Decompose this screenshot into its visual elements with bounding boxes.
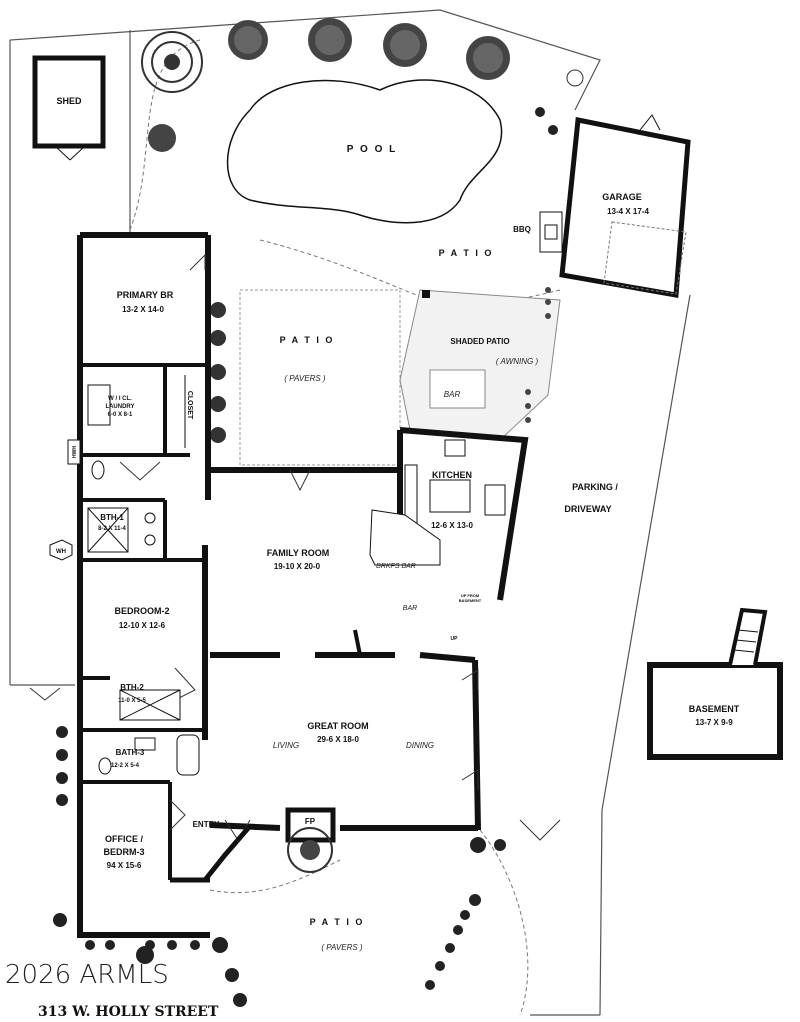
- great-room-label: GREAT ROOM: [307, 721, 368, 731]
- entry-label: ENTRY: [193, 820, 220, 829]
- wic-line1: W / I CL.: [108, 396, 132, 402]
- bth2-label: BTH-2: [120, 683, 144, 692]
- house-interior-walls: [80, 363, 362, 882]
- kitchen-label: KITCHEN: [432, 470, 472, 480]
- primary-br-dims: 13-2 X 14-0: [122, 305, 164, 314]
- parking-label-2: DRIVEWAY: [564, 504, 611, 514]
- address-label: 313 W. HOLLY STREET: [38, 1004, 219, 1020]
- watermark: 2026 ARMLS: [5, 960, 169, 990]
- basement: BASEMENT 13-7 X 9-9: [647, 607, 783, 760]
- patio-pavers-note: ( PAVERS ): [284, 374, 326, 383]
- stairs-up: UP: [451, 636, 459, 642]
- family-room-label: FAMILY ROOM: [267, 548, 330, 558]
- parking-driveway: PARKING / DRIVEWAY: [564, 482, 618, 514]
- bath3-label: BATH-3: [116, 748, 145, 757]
- bath-fixtures: [87, 375, 200, 776]
- office-label-2: BEDRM-3: [103, 847, 144, 857]
- patio-pavers-label: P A T I O: [280, 335, 335, 345]
- patio-bottom-label: P A T I O: [310, 917, 365, 927]
- primary-br-label: PRIMARY BR: [117, 290, 174, 300]
- lot-boundary: [9, 9, 691, 1016]
- bottom-shrubs: [53, 726, 506, 1007]
- office-label-1: OFFICE /: [105, 834, 143, 844]
- shaded-patio-label: SHADED PATIO: [450, 337, 509, 346]
- stairs-up-from: UP FROM: [461, 593, 480, 598]
- stairs-basement: BASEMENT: [459, 598, 482, 603]
- dining-label: DINING: [406, 741, 434, 750]
- wh-label: WH: [56, 549, 66, 555]
- living-label: LIVING: [273, 741, 299, 750]
- brkfs-bar-label: BRKFS BAR: [376, 563, 416, 570]
- shaded-patio-note: ( AWNING ): [496, 357, 539, 366]
- office-dims: 94 X 15-6: [107, 861, 142, 870]
- great-room-dims: 29-6 X 18-0: [317, 735, 359, 744]
- entry-walls: [170, 824, 252, 883]
- garage-dims: 13-4 X 17-4: [607, 207, 649, 216]
- wic-line2: LAUNDRY: [105, 404, 134, 410]
- pool-label: P O O L: [347, 144, 398, 155]
- bth2-dims: 11-0 X 5-5: [118, 698, 146, 704]
- bedroom2-label: BEDROOM-2: [114, 606, 169, 616]
- door-swings: [29, 253, 561, 841]
- garage: GARAGE 13-4 X 17-4: [559, 114, 691, 298]
- shaded-patio: SHADED PATIO ( AWNING ) BAR: [399, 287, 561, 441]
- bbq: BBQ: [513, 211, 563, 253]
- tree-shrubs-top: [141, 18, 584, 152]
- bbq-label: BBQ: [513, 225, 531, 234]
- bth1-dims: 8-2 X 11-4: [98, 526, 126, 532]
- room-labels: PRIMARY BR 13-2 X 14-0 W / I CL. LAUNDRY…: [49, 290, 482, 870]
- patio-bushes: [210, 302, 226, 443]
- kitchen-fixtures: [369, 439, 506, 566]
- pool: P O O L: [226, 79, 503, 224]
- bath3-dims: 12-2 X 5-4: [111, 763, 140, 769]
- closet-label: CLOSET: [186, 391, 193, 420]
- fireplace-label: FP: [305, 817, 316, 826]
- basement-dims: 13-7 X 9-9: [695, 718, 733, 727]
- bth1-label: BTH-1: [100, 513, 124, 522]
- shed-label: SHED: [56, 96, 82, 106]
- basement-label: BASEMENT: [689, 704, 740, 714]
- parking-label-1: PARKING /: [572, 482, 618, 492]
- garage-label: GARAGE: [602, 192, 642, 202]
- wic-dims: 6-0 X 8-1: [108, 412, 133, 418]
- kitchen-dims: 12-6 X 13-0: [431, 521, 473, 530]
- patio-pavers-area: P A T I O ( PAVERS ): [239, 289, 401, 466]
- shed: SHED: [32, 55, 106, 161]
- hwh-label: HWH: [72, 446, 78, 458]
- family-room-dims: 19-10 X 20-0: [274, 562, 321, 571]
- outdoor-bar-label: BAR: [444, 390, 461, 399]
- patio-bottom-note: ( PAVERS ): [321, 943, 363, 952]
- patio-top-label: P A T I O: [439, 248, 494, 258]
- inside-bar-label: BAR: [403, 605, 417, 612]
- bedroom2-dims: 12-10 X 12-6: [119, 621, 166, 630]
- patio-bottom: P A T I O ( PAVERS ): [287, 827, 365, 952]
